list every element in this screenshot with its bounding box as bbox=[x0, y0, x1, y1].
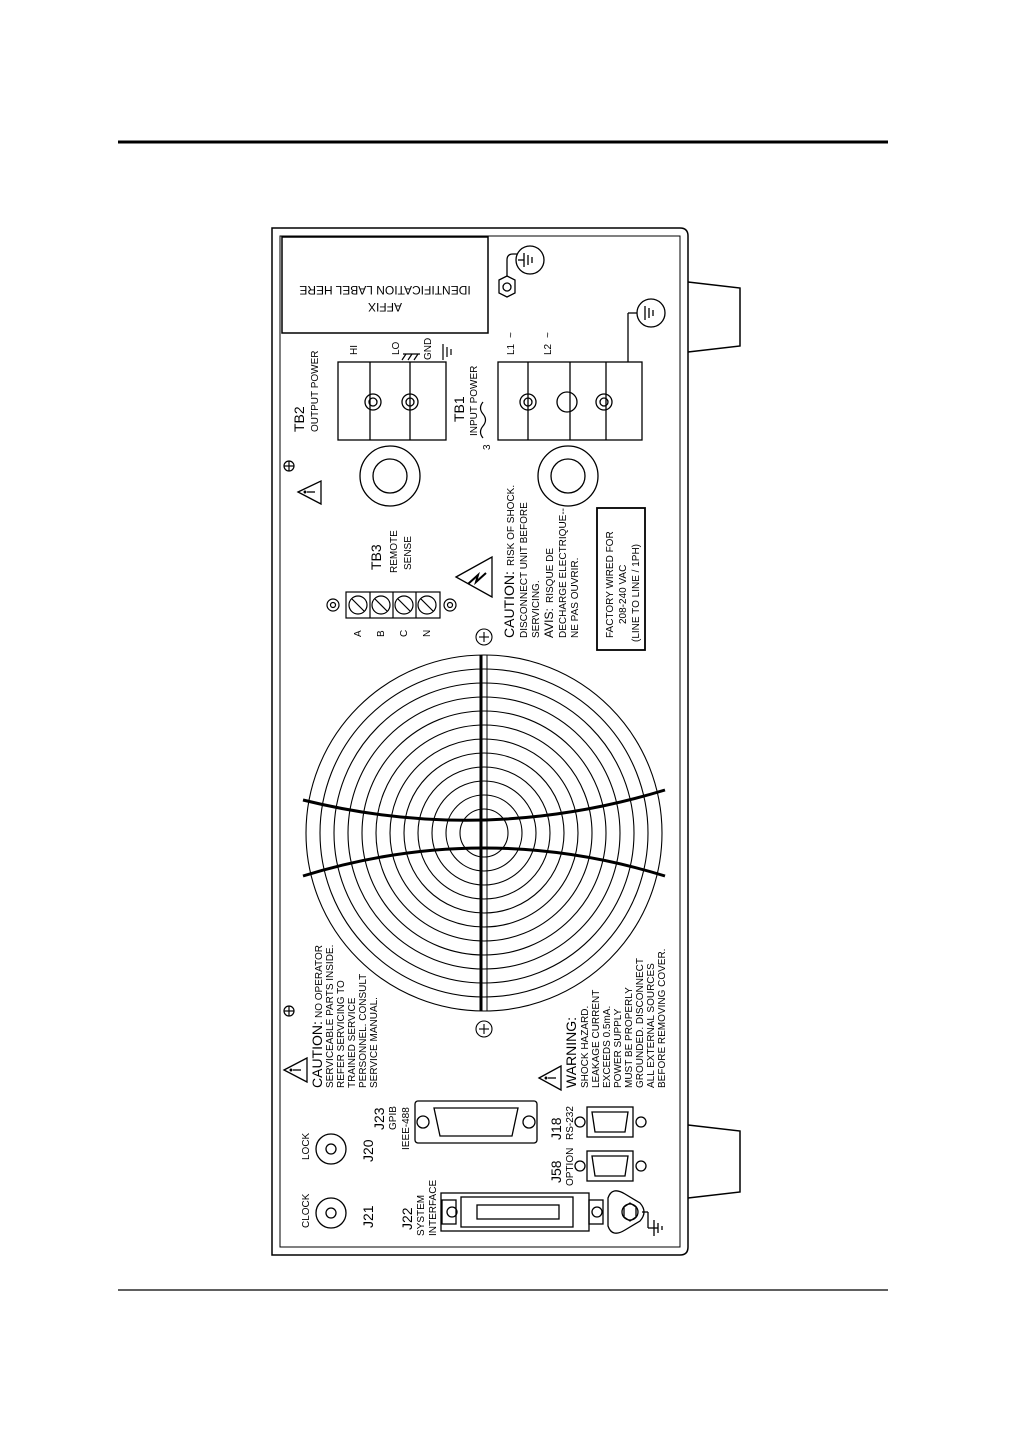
factory-wired-box bbox=[596, 507, 646, 651]
j58-label: J58 bbox=[548, 1160, 564, 1183]
warning-l7: ALL EXTERNAL SOURCES bbox=[646, 963, 657, 1088]
tb3-line1: REMOTE bbox=[389, 530, 400, 573]
tb3-name: TB3 bbox=[368, 544, 384, 570]
warning-l1: SHOCK HAZARD. bbox=[580, 1006, 591, 1088]
warning-l2: LEAKAGE CURRENT bbox=[591, 990, 602, 1088]
tb2-gnd-label: GND bbox=[423, 338, 434, 360]
ground-symbol-right bbox=[627, 298, 666, 362]
warning-head: WARNING: bbox=[563, 1017, 579, 1088]
option-label: OPTION bbox=[565, 1148, 576, 1186]
tb3-line2: SENSE bbox=[403, 536, 414, 570]
caution-shock-head: CAUTION: bbox=[501, 571, 517, 638]
j23-label: J23 bbox=[371, 1107, 387, 1130]
clock-label: CLOCK bbox=[301, 1193, 312, 1228]
caution-triangle-icon bbox=[282, 1056, 308, 1084]
j22-label: J22 bbox=[399, 1207, 415, 1230]
panel-screw-top bbox=[283, 460, 295, 472]
tb2-title: OUTPUT POWER bbox=[310, 351, 321, 432]
system-label: SYSTEM bbox=[416, 1195, 427, 1236]
j18-label: J18 bbox=[548, 1117, 564, 1140]
caution-shock-l6: NE PAS OUVRIR. bbox=[570, 558, 581, 638]
j18-rs232-connector[interactable] bbox=[574, 1106, 647, 1138]
caution-shock-l5: DECHARGE ELECTRIQUE-- bbox=[558, 508, 569, 638]
caution-shock-l4: RISQUE DE bbox=[545, 548, 556, 603]
tb1-l1-tilde: ~ bbox=[506, 332, 517, 338]
tb3-n-label: N bbox=[422, 630, 433, 637]
tb1-phase: 3 bbox=[482, 444, 493, 450]
tb3-c-label: C bbox=[399, 630, 410, 637]
ground-stud-bottom bbox=[607, 1190, 663, 1236]
lock-label: LOCK bbox=[301, 1132, 312, 1160]
j58-option-connector[interactable] bbox=[574, 1150, 647, 1182]
tb2-name: TB2 bbox=[291, 406, 307, 432]
j21-label: J21 bbox=[360, 1205, 376, 1228]
ground-stud-top bbox=[498, 245, 545, 298]
factory-l3: (LINE TO LINE / 1PH) bbox=[631, 544, 642, 642]
warning-l8: BEFORE REMOVING COVER. bbox=[657, 949, 668, 1088]
caution-service-l6: SERVICE MANUAL. bbox=[369, 997, 380, 1088]
label-box-line2: IDENTIFICATION LABEL HERE bbox=[299, 283, 470, 297]
caution-service-l2: SERVICEABLE PARTS INSIDE. bbox=[325, 945, 336, 1088]
gpib-label: GPIB bbox=[388, 1106, 399, 1130]
caution-service-l3: REFER SERVICING TO bbox=[336, 980, 347, 1088]
tb1-l2-tilde: ~ bbox=[543, 332, 554, 338]
caution-shock-l1: RISK OF SHOCK. bbox=[506, 485, 517, 566]
tb2-hi-label: HI bbox=[349, 345, 360, 355]
tb3-b-label: B bbox=[376, 630, 387, 637]
tb1-terminal-block bbox=[497, 361, 643, 507]
j20-label: J20 bbox=[360, 1139, 376, 1162]
caution-shock-l3: SERVICING. bbox=[531, 580, 542, 638]
tb1-title: INPUT POWER bbox=[469, 366, 480, 436]
rs232-label: RS-232 bbox=[565, 1106, 576, 1140]
warning-triangle-icon bbox=[296, 479, 322, 506]
factory-l1: FACTORY WIRED FOR bbox=[605, 531, 616, 638]
panel-outline bbox=[271, 227, 741, 1256]
factory-l2: 208-240 VAC bbox=[618, 565, 629, 624]
j21-clock-bnc[interactable] bbox=[315, 1197, 347, 1229]
warning-l6: GROUNDED. DISCONNECT bbox=[635, 958, 646, 1088]
tb3-terminal-block bbox=[326, 591, 457, 619]
j20-lock-bnc[interactable] bbox=[315, 1133, 347, 1165]
warning-leakage-triangle-icon bbox=[537, 1064, 562, 1092]
interface-label: INTERFACE bbox=[428, 1180, 439, 1236]
tb1-name: TB1 bbox=[451, 396, 467, 422]
j22-system-interface-connector[interactable] bbox=[440, 1192, 604, 1232]
j23-gpib-connector[interactable] bbox=[414, 1100, 538, 1144]
panel-screw-bottom bbox=[283, 1005, 295, 1017]
caution-shock-l2: DISCONNECT UNIT BEFORE bbox=[519, 502, 530, 638]
tb1-l2-label: L2 bbox=[543, 343, 554, 355]
warning-l3: EXCEEDS 0.5mA. bbox=[602, 1006, 613, 1088]
caution-service-l1: NO OPERATOR bbox=[314, 945, 325, 1018]
fan-grille bbox=[302, 628, 666, 1038]
ieee-label: IEEE-488 bbox=[401, 1107, 412, 1150]
warning-l5: MUST BE PROPERLY bbox=[624, 987, 635, 1088]
caution-service-head: CAUTION: bbox=[309, 1021, 325, 1088]
caution-shock-avis: AVIS: bbox=[542, 608, 556, 638]
tb2-terminal-block bbox=[337, 361, 447, 507]
caution-service-l4: TRAINED SERVICE bbox=[347, 997, 358, 1088]
shock-hazard-icon bbox=[454, 555, 493, 599]
label-box: AFFIX IDENTIFICATION LABEL HERE bbox=[281, 236, 489, 334]
tb3-a-label: A bbox=[353, 630, 364, 637]
tb2-lo-label: LO bbox=[391, 341, 402, 355]
warning-l4: POWER SUPPLY bbox=[613, 1008, 624, 1088]
ac-wave-icon bbox=[479, 401, 487, 439]
chassis-ground-icon bbox=[401, 344, 452, 361]
tb1-l1-label: L1 bbox=[506, 343, 517, 355]
caution-service-l5: PERSONNEL. CONSULT bbox=[358, 974, 369, 1088]
label-box-line1: AFFIX bbox=[368, 300, 402, 314]
